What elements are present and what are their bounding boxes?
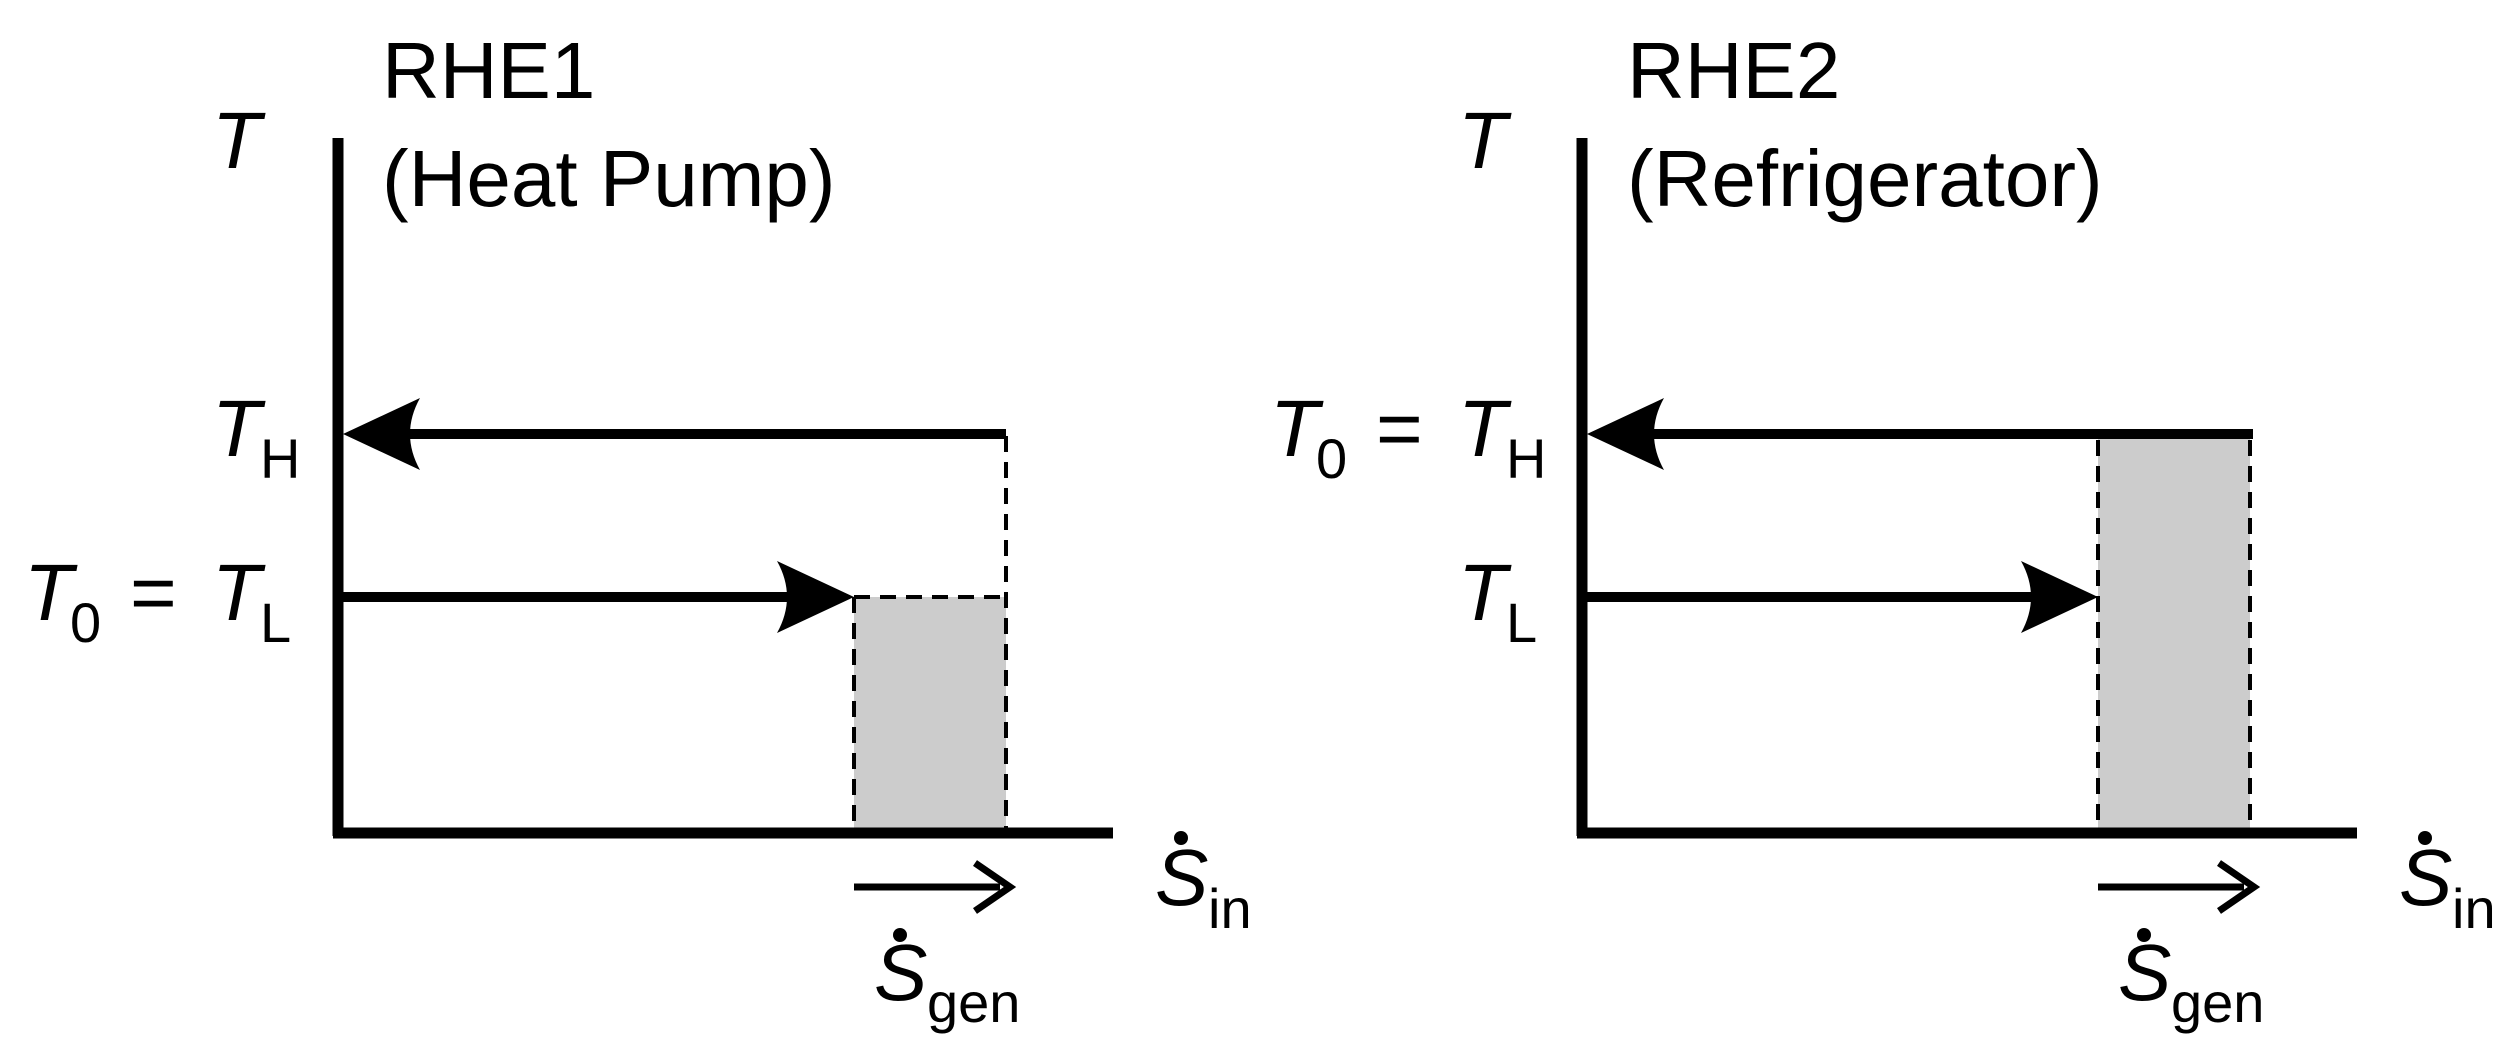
rhe1-title-line2: (Heat Pump) [382, 134, 835, 223]
rhe2-lower-arrowhead [2021, 561, 2098, 633]
rhe1-t0-var: T [24, 548, 78, 637]
rhe2-t0-sub: 0 [1316, 427, 1347, 490]
rhe2-x-axis-dot [2418, 831, 2432, 845]
rhe1-x-axis-dot [1174, 831, 1188, 845]
rhe1-sgen-area [854, 597, 1006, 833]
rhe2-y-axis-label: T [1458, 96, 1512, 185]
rhe1-sgen-arrowhead [973, 860, 1017, 914]
rhe1-t0-sub: 0 [70, 591, 101, 654]
rhe2-title-line1: RHE2 [1627, 26, 1840, 115]
panel-rhe1: RHE1 (Heat Pump) T T H T 0 = T L S in S … [24, 26, 1252, 1034]
rhe2-equals: = [1376, 384, 1423, 473]
rhe1-equals: = [130, 548, 177, 637]
rhe2-sgen-var: S [2118, 928, 2171, 1017]
rhe2-th-var: T [1458, 384, 1512, 473]
rhe2-sgen-sub: gen [2171, 971, 2264, 1034]
rhe1-x-axis-sub: in [1208, 877, 1252, 940]
rhe2-sgen-dot [2137, 928, 2151, 942]
rhe1-sgen-sub: gen [927, 971, 1020, 1034]
rhe1-tl-sub: L [260, 591, 291, 654]
rhe2-th-sub: H [1506, 427, 1546, 490]
rhe2-sgen-area [2098, 434, 2250, 833]
rhe1-th-var: T [212, 384, 266, 473]
rhe2-tl-var: T [1458, 548, 1512, 637]
rhe1-x-axis-var: S [1155, 833, 1208, 922]
rhe2-title-line2: (Refrigerator) [1627, 134, 2103, 223]
rhe2-tl-sub: L [1506, 591, 1537, 654]
rhe2-x-axis-var: S [2399, 833, 2452, 922]
rhe1-th-sub: H [260, 427, 300, 490]
rhe1-y-axis-label: T [212, 96, 266, 185]
rhe1-title-line1: RHE1 [382, 26, 595, 115]
rhe1-lower-arrowhead [777, 561, 854, 633]
rhe1-tl-var: T [212, 548, 266, 637]
rhe1-upper-arrowhead [343, 398, 420, 470]
panel-rhe2: RHE2 (Refrigerator) T T 0 = T H T L S in… [1270, 26, 2496, 1034]
rhe2-upper-arrowhead [1587, 398, 1664, 470]
rhe1-sgen-dot [893, 928, 907, 942]
rhe2-sgen-arrowhead [2217, 860, 2261, 914]
rhe2-x-axis-sub: in [2452, 877, 2496, 940]
rhe1-sgen-var: S [874, 928, 927, 1017]
rhe2-t0-var: T [1270, 384, 1324, 473]
